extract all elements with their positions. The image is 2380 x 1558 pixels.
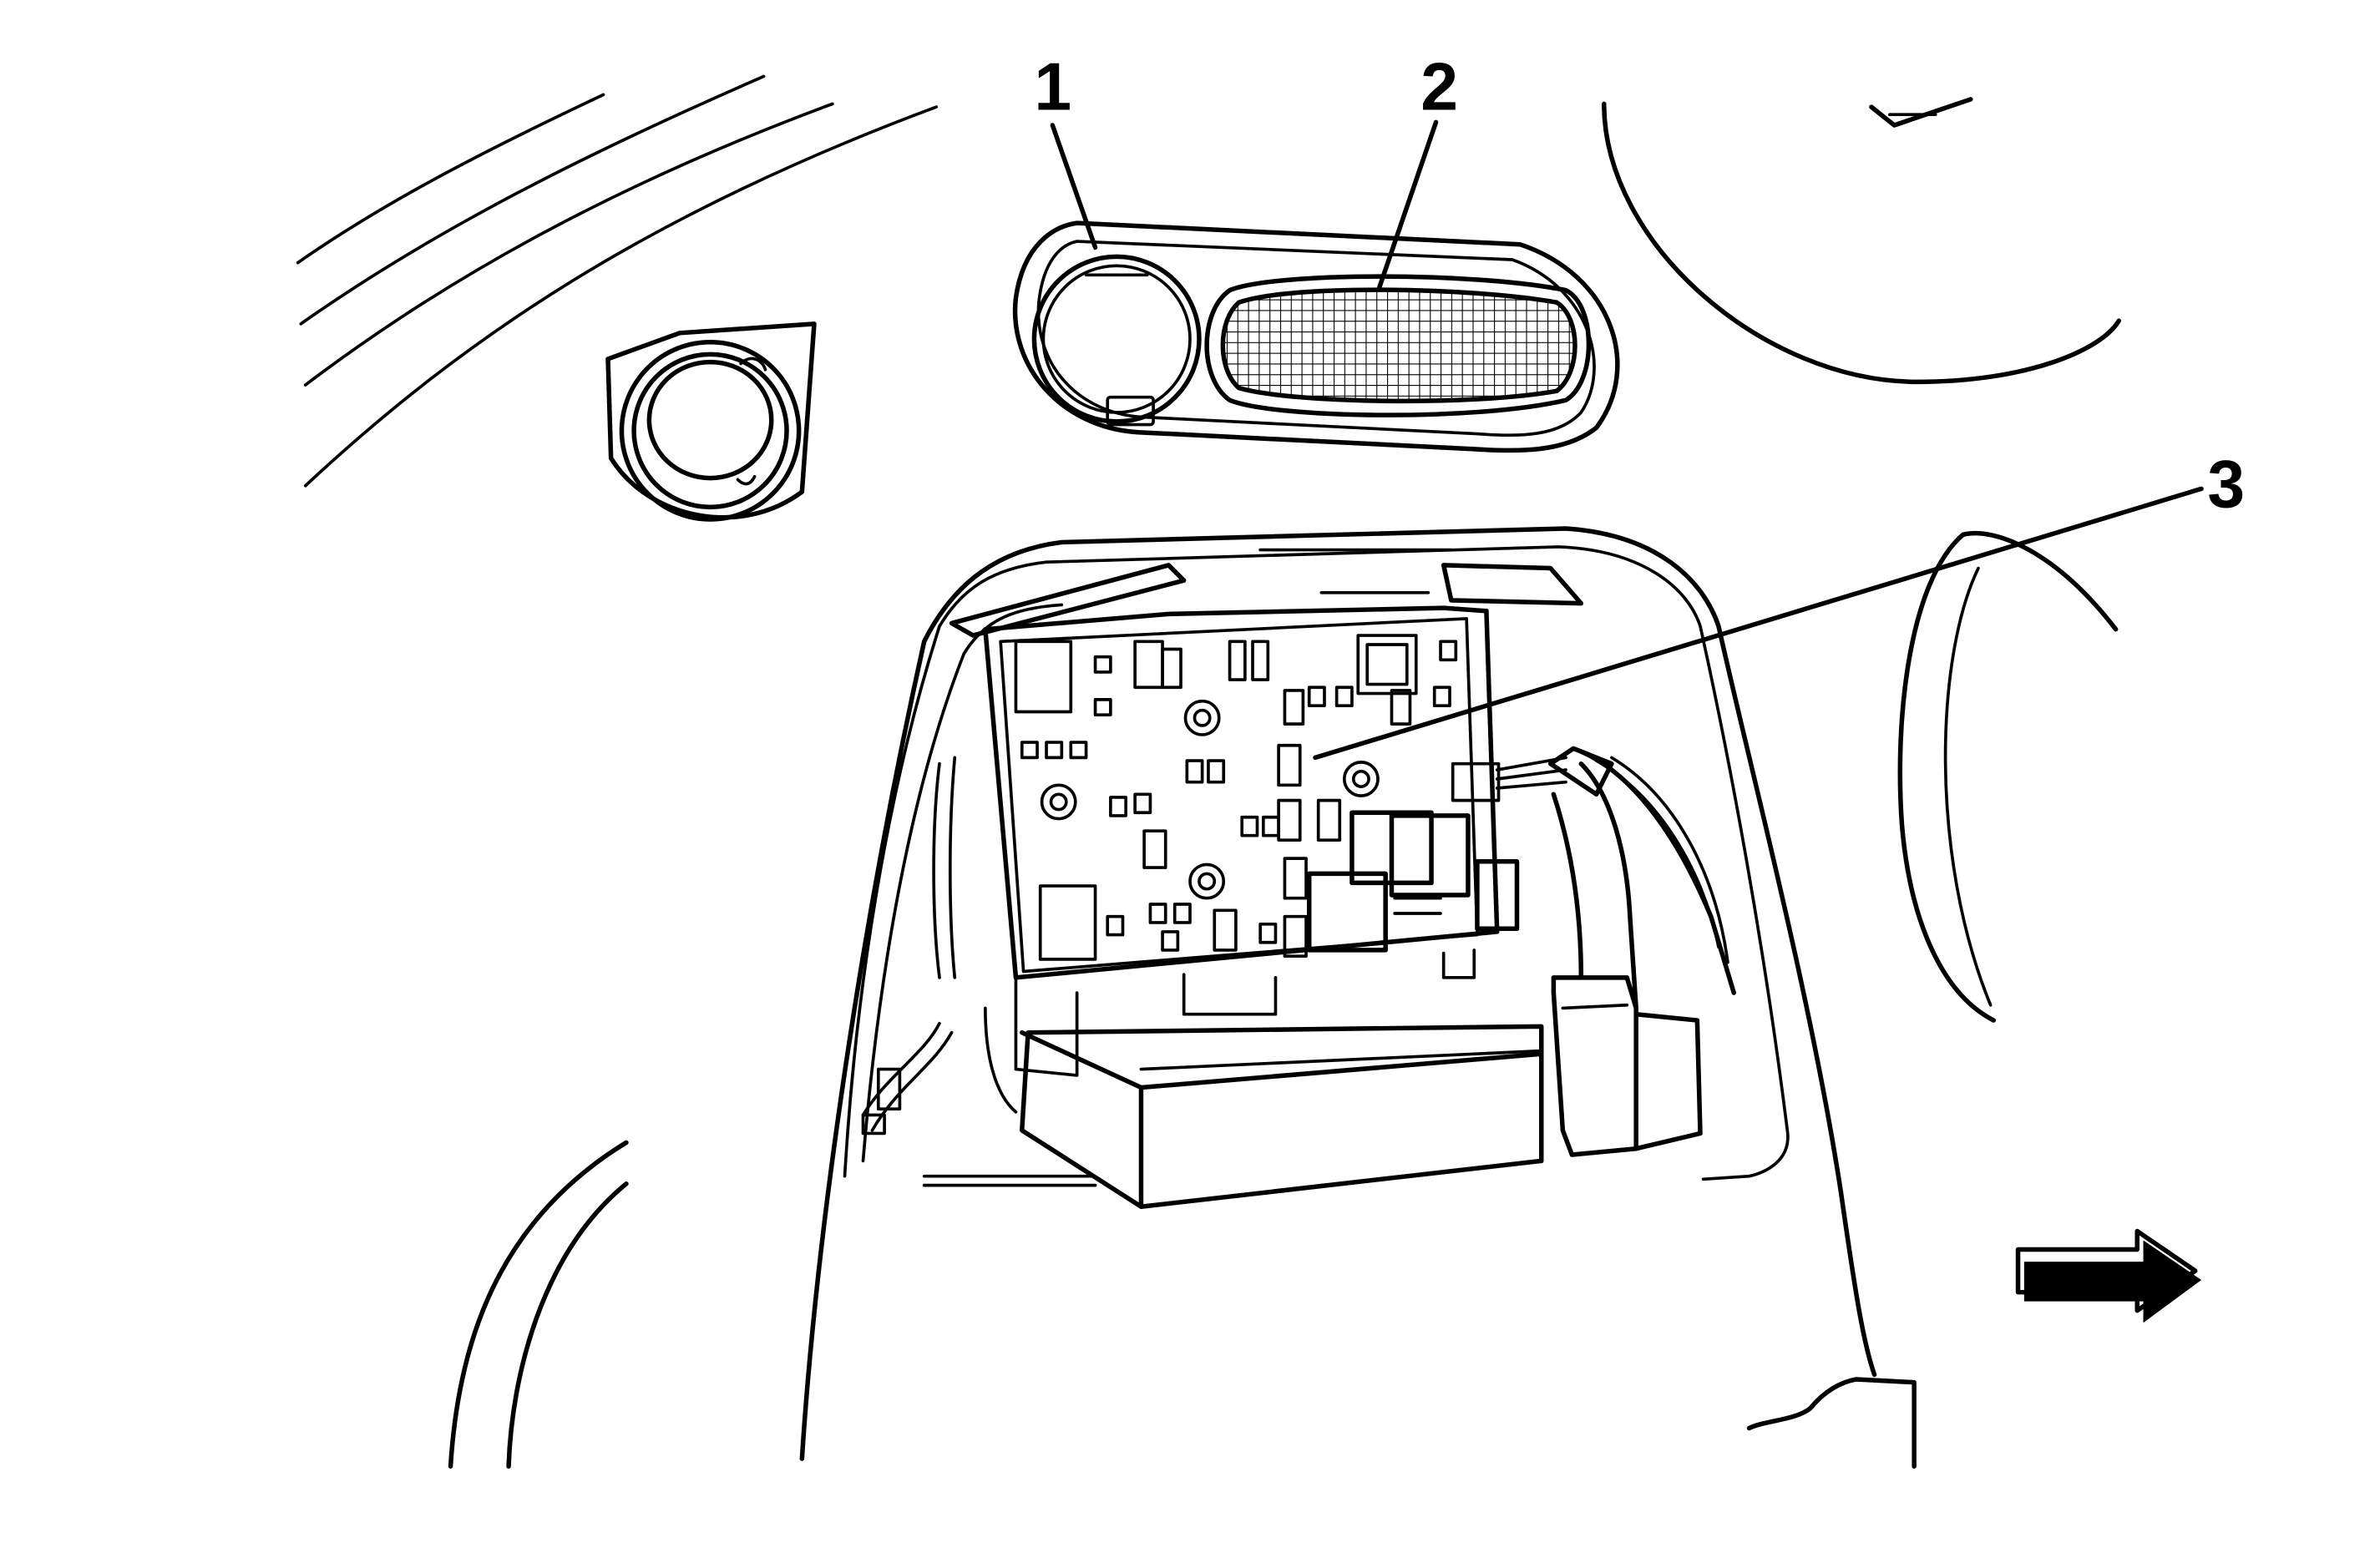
callout-1: 1 [1034, 50, 1098, 250]
module-housing [799, 526, 1917, 1469]
callout-number-1: 1 [1034, 50, 1071, 125]
speaker-grille [1204, 274, 1592, 417]
control-module [949, 548, 1584, 980]
wiring-harness [861, 746, 1737, 1136]
round-plug-housing [605, 321, 817, 522]
power-outlet [1031, 254, 1202, 427]
lower-left-trim-arc [448, 1140, 629, 1469]
callout-number-2: 2 [1420, 50, 1458, 125]
right-arrow-icon [2015, 1228, 2202, 1323]
bottom-connector-block [984, 948, 1703, 1209]
callout-3: 3 [1313, 447, 2245, 761]
callout-2: 2 [1377, 50, 1458, 290]
callout-number-3: 3 [2207, 447, 2245, 522]
right-trim-panel [1897, 530, 2119, 1023]
dome-light-housing [1602, 97, 2122, 385]
trim-contour-lines [296, 74, 939, 488]
